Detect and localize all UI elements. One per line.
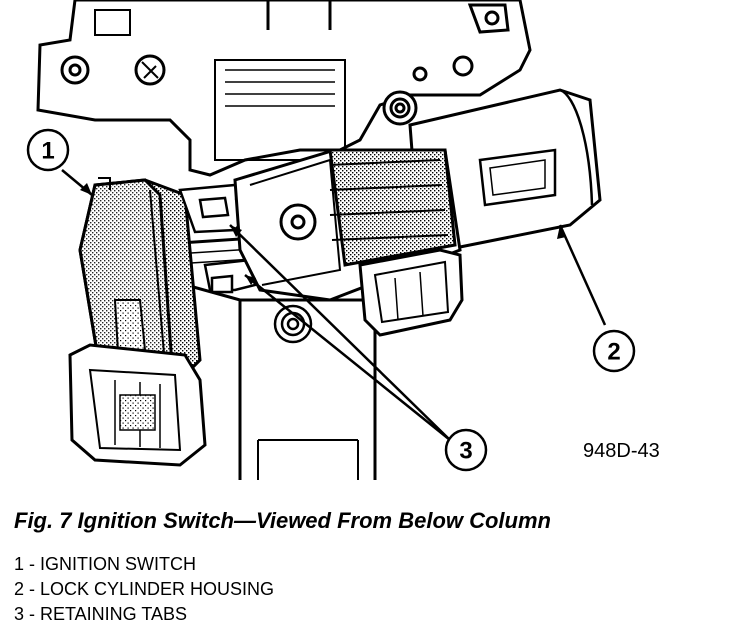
legend-item: 1 - IGNITION SWITCH (14, 554, 196, 574)
callout-3: 3 (444, 428, 488, 472)
callout-2: 2 (592, 329, 636, 373)
callout-1-number: 1 (41, 138, 54, 165)
figure-caption: Fig. 7 Ignition Switch—Viewed From Below… (14, 508, 551, 533)
callout-3-number: 3 (459, 438, 472, 465)
legend-item: 3 - RETAINING TABS (14, 604, 188, 624)
callout-1: 1 (26, 128, 70, 172)
lock-cylinder-housing (233, 88, 602, 337)
column-bracket (36, 0, 532, 177)
legend-item: 2 - LOCK CYLINDER HOUSING (14, 579, 275, 599)
ignition-switch-diagram: 1 2 3 (26, 0, 636, 480)
figure-code: 948D-43 (583, 440, 660, 462)
retaining-tabs (178, 183, 264, 294)
callout-2-number: 2 (607, 339, 620, 366)
legend-list: 1 - IGNITION SWITCH 2 - LOCK CYLINDER HO… (14, 552, 274, 627)
leader-arrowheads (80, 183, 566, 285)
ignition-switch (68, 177, 207, 467)
